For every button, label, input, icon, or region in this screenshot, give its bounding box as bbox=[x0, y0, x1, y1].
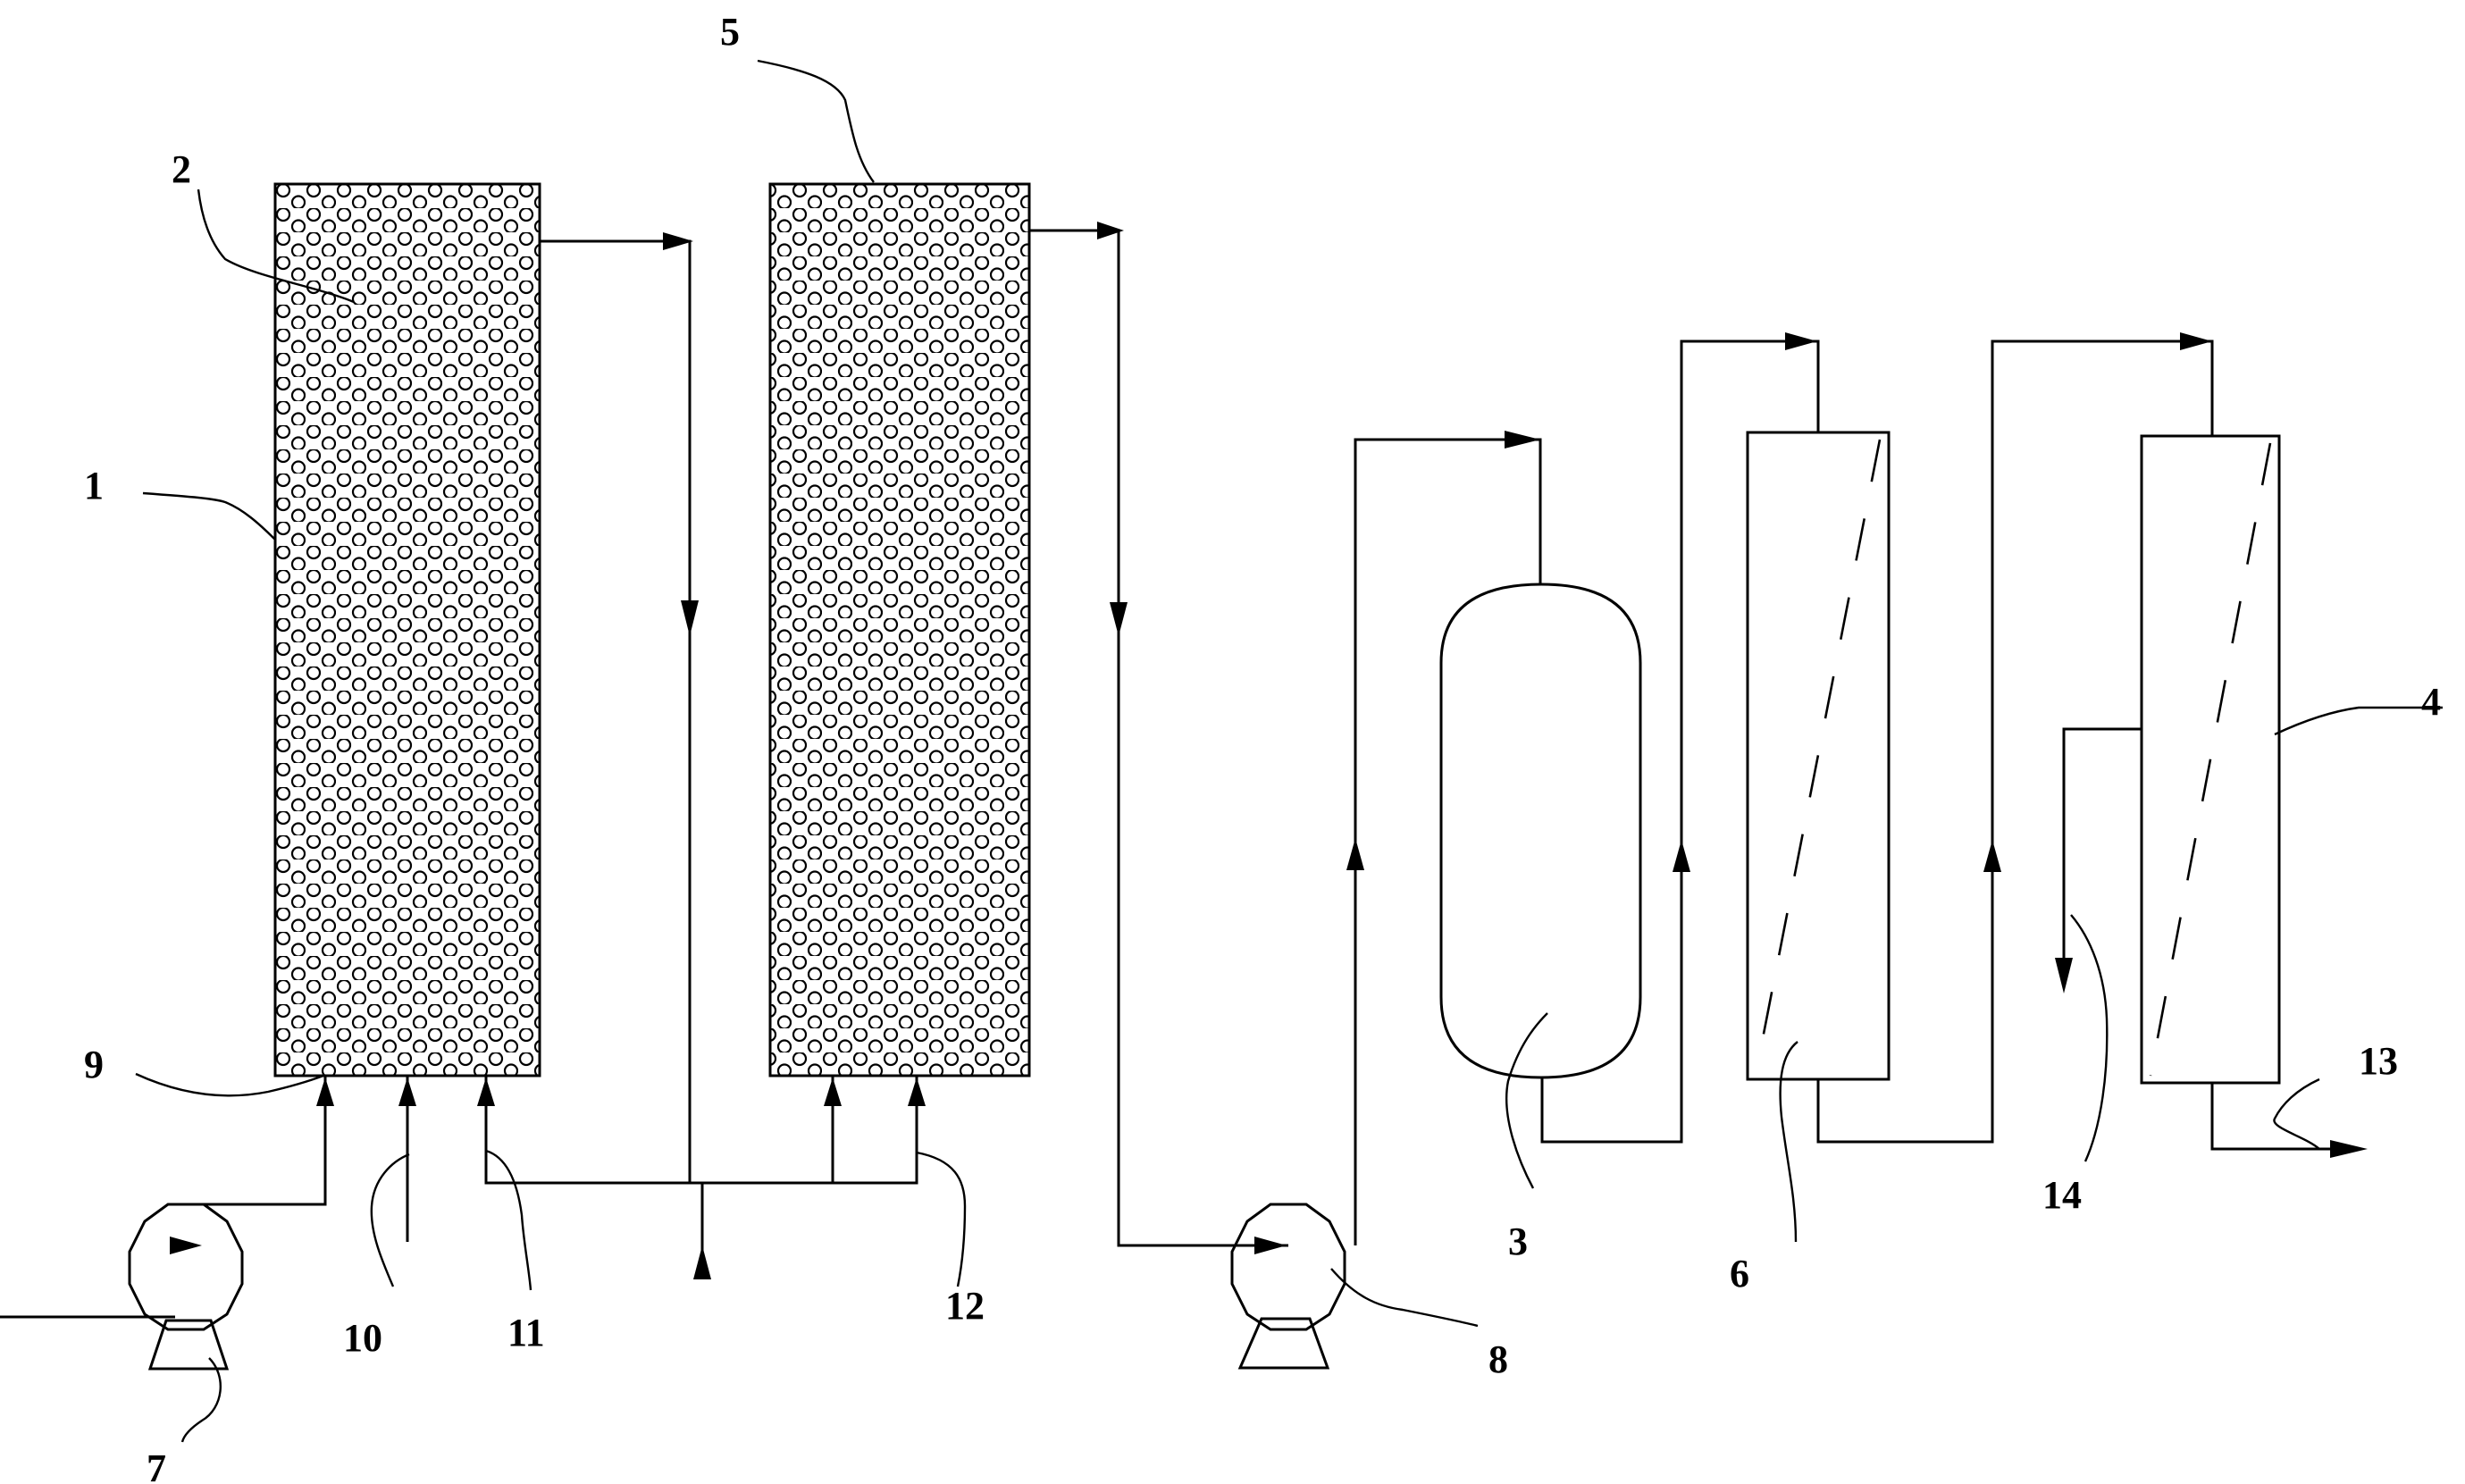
reference-numerals: 1 2 5 9 10 11 12 7 8 3 6 4 14 13 bbox=[84, 10, 2441, 1484]
arrow-up-icon bbox=[1346, 838, 1364, 870]
arrow-down-icon bbox=[681, 600, 699, 636]
arrow-right-icon bbox=[1254, 1237, 1287, 1254]
label-6: 6 bbox=[1730, 1252, 1749, 1295]
label-7: 7 bbox=[147, 1446, 166, 1484]
packed-column-1 bbox=[273, 182, 541, 1077]
leader-5 bbox=[757, 59, 875, 183]
column-6 bbox=[1746, 431, 1891, 1081]
arrow-right-icon bbox=[1097, 222, 1124, 239]
label-2: 2 bbox=[172, 147, 191, 191]
arrow-up-icon bbox=[1983, 840, 2001, 872]
arrow-right-icon bbox=[2180, 332, 2212, 350]
leader-6 bbox=[1779, 1041, 1798, 1243]
leader-lines bbox=[135, 59, 2443, 1443]
leader-10 bbox=[370, 1153, 410, 1287]
arrow-right-icon bbox=[1505, 431, 1540, 449]
vessel-3 bbox=[1439, 583, 1642, 1079]
leader-2 bbox=[197, 189, 355, 304]
label-11: 11 bbox=[507, 1311, 545, 1354]
arrow-down-icon bbox=[2055, 958, 2073, 994]
pump-7 bbox=[128, 1203, 244, 1371]
leader-7 bbox=[180, 1357, 222, 1443]
arrow-up-icon bbox=[824, 1077, 842, 1106]
label-10: 10 bbox=[343, 1316, 382, 1360]
arrow-right-icon bbox=[2330, 1140, 2368, 1158]
label-8: 8 bbox=[1488, 1337, 1508, 1381]
pump-8 bbox=[1230, 1203, 1346, 1370]
leader-8 bbox=[1330, 1268, 1479, 1328]
arrow-right-icon bbox=[663, 232, 693, 250]
pump-7-direction-icon bbox=[170, 1237, 202, 1254]
flow-arrows bbox=[316, 222, 2368, 1279]
label-4: 4 bbox=[2421, 680, 2441, 724]
leader-14 bbox=[2070, 914, 2109, 1162]
packed-column-5 bbox=[768, 182, 1031, 1077]
arrow-up-icon bbox=[1673, 840, 1690, 872]
label-14: 14 bbox=[2042, 1173, 2082, 1217]
arrow-up-icon bbox=[398, 1077, 416, 1106]
label-13: 13 bbox=[2359, 1039, 2398, 1083]
leader-4 bbox=[2274, 706, 2443, 736]
column-4 bbox=[2140, 434, 2281, 1085]
arrow-right-icon bbox=[1785, 332, 1817, 350]
leader-9 bbox=[135, 1072, 324, 1097]
arrow-up-icon bbox=[477, 1077, 495, 1106]
label-9: 9 bbox=[84, 1043, 104, 1086]
label-3: 3 bbox=[1508, 1220, 1528, 1263]
arrow-down-icon bbox=[1110, 602, 1128, 636]
arrow-up-icon bbox=[316, 1077, 334, 1106]
leader-12 bbox=[916, 1151, 967, 1287]
arrow-up-icon bbox=[908, 1077, 926, 1106]
label-5: 5 bbox=[720, 10, 740, 54]
leader-1 bbox=[142, 491, 276, 541]
arrow-up-icon bbox=[693, 1245, 711, 1279]
label-12: 12 bbox=[945, 1284, 985, 1328]
leader-11 bbox=[485, 1149, 532, 1291]
leader-13 bbox=[2273, 1077, 2320, 1150]
label-1: 1 bbox=[84, 464, 104, 507]
leader-3 bbox=[1505, 1012, 1548, 1189]
